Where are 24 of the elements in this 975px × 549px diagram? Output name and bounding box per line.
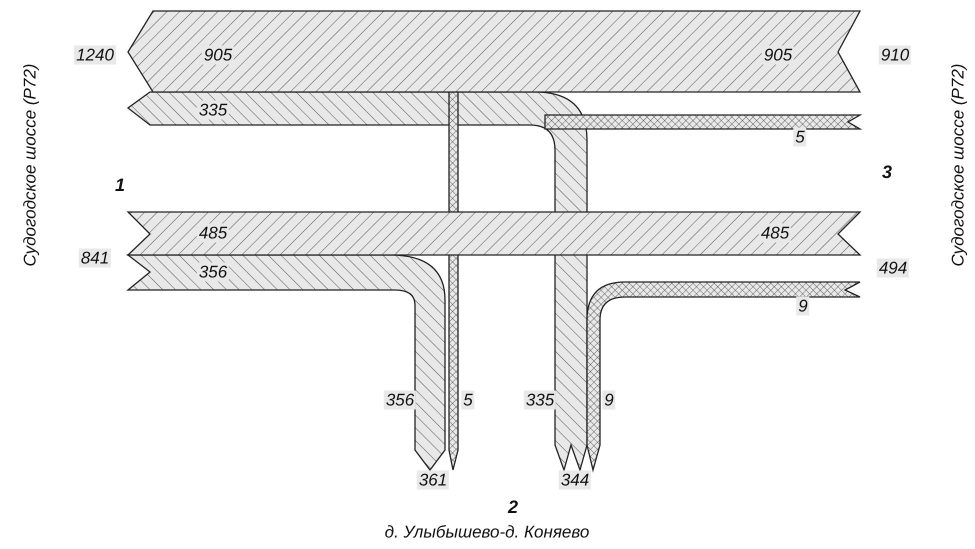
flow-value: 335 [524,390,556,410]
road-name: Судогодское шоссе (Р72) [950,64,966,266]
flow-value: 356 [384,390,416,410]
flow-value: 910 [878,46,912,64]
approach-number: 3 [882,163,892,181]
road-name: Судогодское шоссе (Р72) [22,64,38,266]
flow-value: 841 [78,248,112,268]
approach-number: 1 [115,176,125,194]
flow-value: 9 [602,390,616,410]
flow-value: 485 [758,224,792,242]
road-name: д. Улыбышево-д. Коняево [384,524,590,540]
flow-value: 361 [416,470,450,490]
flow-value: 356 [196,262,230,282]
flow-value: 5 [461,390,475,410]
flow-value: 485 [196,224,230,242]
flow-value: 905 [762,46,794,64]
approach-number: 2 [508,498,518,516]
flow-value: 335 [196,100,230,120]
flow-value: 9 [796,296,810,316]
flow-value: 1240 [74,46,116,64]
flow-value: 344 [558,470,592,490]
flow-value: 905 [202,46,234,64]
flow-value: 5 [793,128,807,146]
flow-value: 494 [876,258,910,278]
